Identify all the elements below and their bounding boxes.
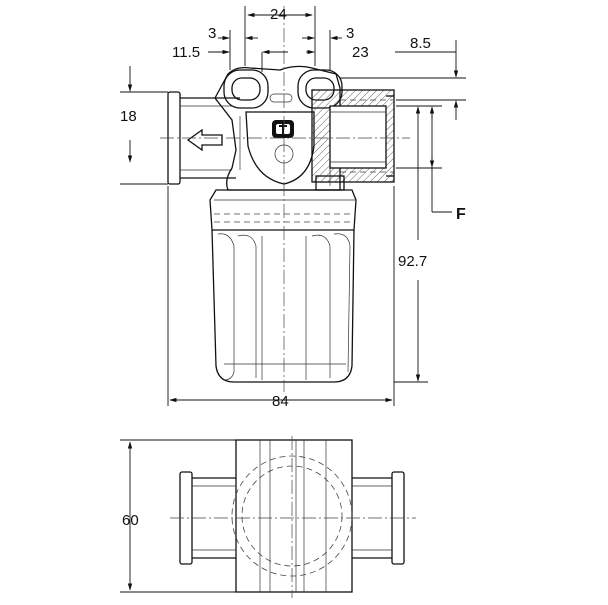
dimension-labels: 24 3 3 11.5 23 8.5 18 F 92.7 84 60 xyxy=(120,6,466,529)
dim-f: F xyxy=(456,206,466,223)
dim-24: 24 xyxy=(270,6,287,23)
dim-18: 18 xyxy=(120,108,137,125)
dim-11-5: 11.5 xyxy=(172,44,200,61)
dim-23: 23 xyxy=(352,44,369,61)
front-view xyxy=(160,6,410,392)
dim-3-left: 3 xyxy=(208,25,216,42)
bowl-collar xyxy=(209,189,357,231)
flow-direction-arrow-icon xyxy=(186,128,223,152)
outlet-port-section xyxy=(311,89,395,191)
dim-60: 60 xyxy=(122,512,139,529)
dim-8-5: 8.5 xyxy=(410,35,431,52)
dim-92-7: 92.7 xyxy=(398,253,427,270)
top-view xyxy=(170,436,416,598)
dim-84: 84 xyxy=(272,393,289,410)
filter-bowl xyxy=(211,229,355,383)
dim-3-right: 3 xyxy=(346,25,354,42)
brand-logo-icon xyxy=(272,120,294,138)
dimension-lines xyxy=(120,6,466,593)
